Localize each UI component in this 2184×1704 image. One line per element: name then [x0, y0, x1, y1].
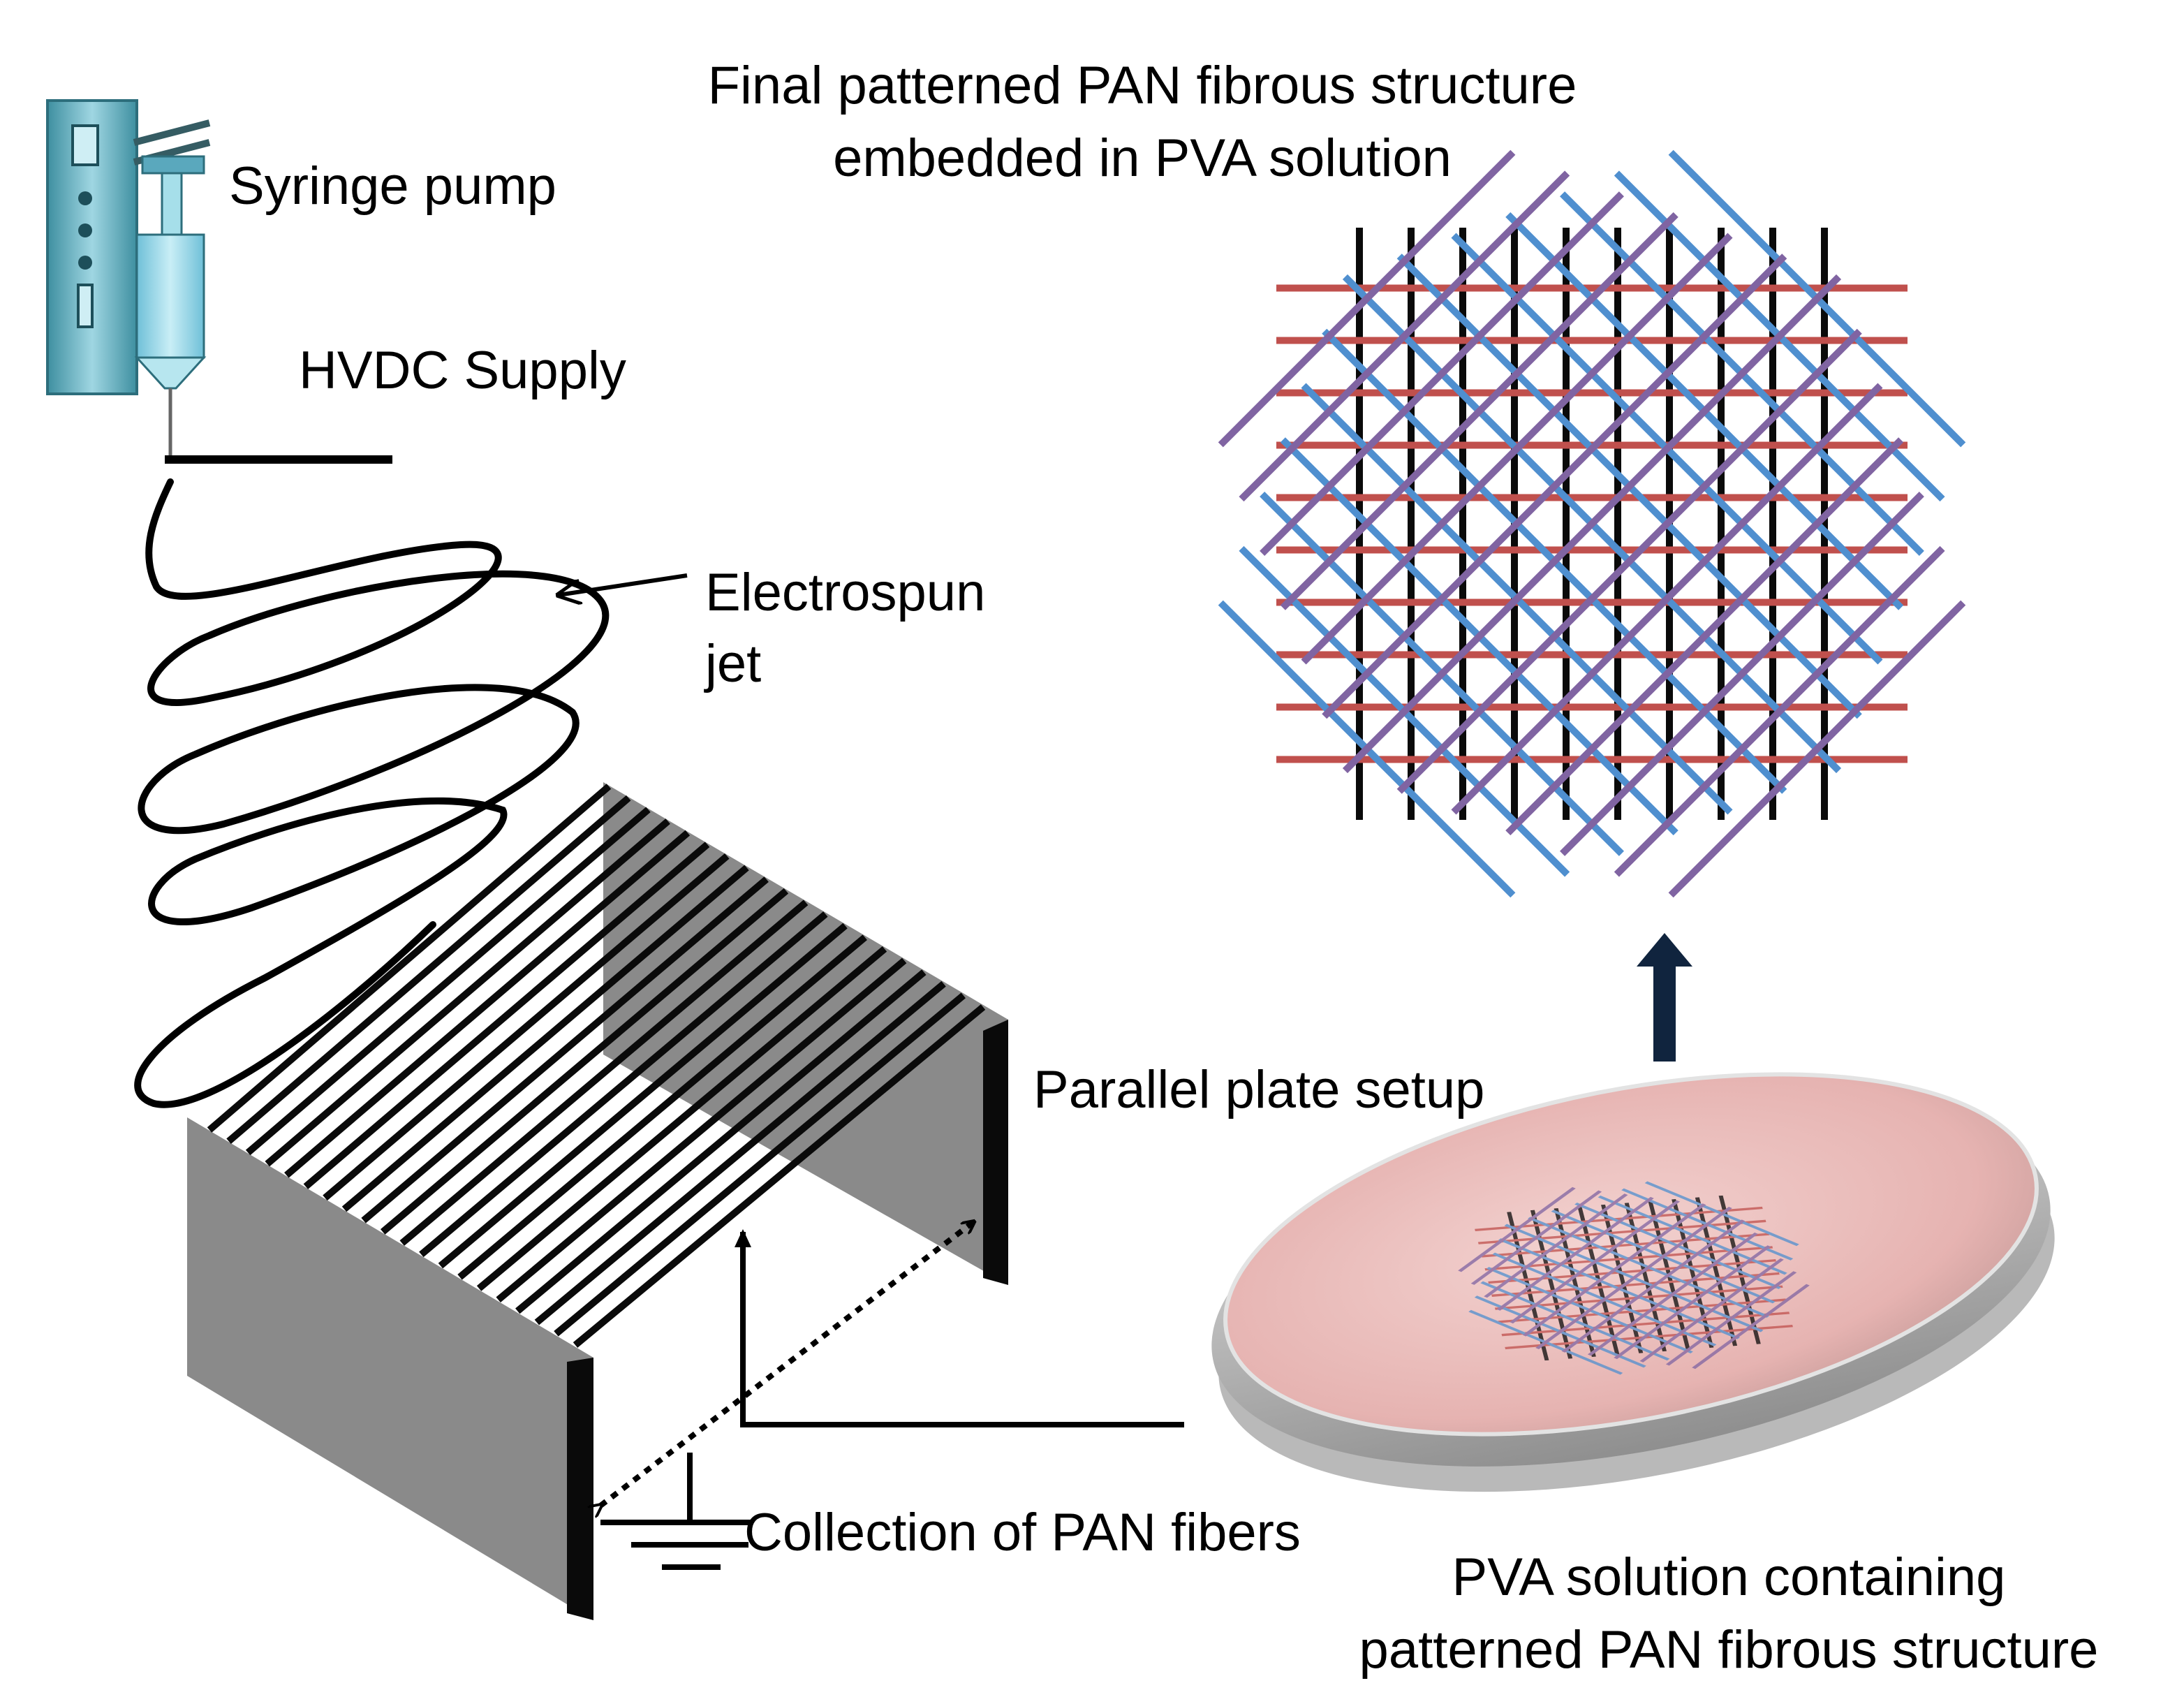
dish-horizontal-fiber [1501, 1312, 1790, 1337]
label-electrospun-jet: Electrospun [705, 563, 985, 622]
dish-solution [1223, 1072, 2039, 1437]
label-pva-solution: PVA solution containing [1452, 1548, 2006, 1607]
dish-diagonal-fiber-purple [1587, 1232, 1758, 1356]
dish-diagonal-fiber-purple [1639, 1258, 1784, 1363]
collected-fiber [380, 888, 789, 1235]
collected-fiber [476, 946, 887, 1291]
front-plate [187, 1117, 593, 1620]
back-plate-edge [983, 1020, 1008, 1285]
collected-fibers [207, 784, 986, 1348]
dish-vertical-fiber [1554, 1208, 1596, 1357]
collected-fiber [245, 807, 651, 1156]
dish-horizontal-fiber [1477, 1219, 1766, 1244]
label-hvdc-supply: HVDC Supply [299, 341, 626, 400]
label-final-structure-2: embedded in PVA solution [833, 128, 1452, 188]
label-syringe-pump: Syringe pump [229, 156, 556, 216]
syringe-tip [134, 356, 207, 390]
pump-arm [133, 119, 211, 146]
label-collection: Collection of PAN fibers [744, 1503, 1301, 1562]
syringe-barrel [135, 233, 205, 359]
dish-diagonal-fiber-purple [1484, 1193, 1628, 1298]
diagonal-fiber-purple [1451, 383, 1883, 815]
dish-vertical-fiber [1507, 1212, 1549, 1361]
transfer-arrow [740, 1232, 1184, 1427]
dish-fiber-mesh-inner [1458, 1181, 1810, 1375]
collected-fiber [265, 818, 670, 1167]
syringe-plunger [141, 155, 205, 175]
diagonal-fiber-purple [1614, 545, 1945, 877]
collected-fiber [341, 865, 749, 1212]
collected-fiber [361, 876, 769, 1224]
diagonal-fiber-purple [1560, 492, 1924, 856]
dish-diagonal-fiber-purple [1510, 1200, 1681, 1324]
jet-pointer-arrow [559, 573, 688, 595]
dish-vertical-fiber [1672, 1199, 1714, 1348]
ground-symbol [600, 1453, 751, 1570]
collected-fiber [207, 784, 612, 1133]
collected-fiber [284, 830, 691, 1178]
collected-fiber [226, 795, 631, 1145]
diagonal-fiber-purple [1280, 212, 1678, 610]
diagonal-fiber-purple [1301, 233, 1733, 665]
dish-diagonal-fiber-purple [1522, 1203, 1706, 1337]
pump-button [78, 191, 92, 205]
petri-dish [1211, 1072, 2055, 1492]
transfer-arrow-head [735, 1229, 751, 1247]
pump-slot [77, 284, 94, 328]
dish-diagonal-fiber-purple [1561, 1219, 1746, 1353]
pump-button [78, 223, 92, 237]
diagonal-fiber-purple [1218, 149, 1516, 448]
dish-diagonal-fiber-purple [1692, 1284, 1810, 1369]
diagonal-fiber-purple [1260, 191, 1624, 556]
dish-vertical-fiber [1718, 1195, 1761, 1344]
diagonal-fiber-purple [1342, 274, 1842, 774]
label-electrospun-jet-2: jet [704, 634, 761, 693]
up-arrow [1637, 933, 1692, 1062]
dish-diagonal-fiber-purple [1614, 1245, 1771, 1360]
dish-horizontal-fiber [1488, 1259, 1776, 1284]
diagonal-fiber-purple [1505, 437, 1904, 836]
diagonal-fiber-purple [1396, 328, 1862, 794]
syringe-rod [161, 172, 183, 236]
dish-horizontal-fiber [1491, 1272, 1780, 1297]
pump-display [71, 124, 99, 166]
dish-diagonal-fiber-purple [1665, 1271, 1797, 1366]
label-parallel-plate: Parallel plate setup [1033, 1060, 1484, 1119]
diagonal-fiber-purple [1322, 254, 1787, 719]
dish-diagonal-fiber-purple [1496, 1196, 1654, 1311]
diagonal-fiber-purple [1239, 170, 1570, 502]
dish-diagonal-fiber-purple [1470, 1190, 1602, 1285]
collected-fiber [496, 957, 907, 1302]
dish-diagonal-fiber-purple [1458, 1187, 1576, 1272]
gap-arrow [600, 1222, 973, 1506]
dish-diagonal-fiber-purple [1535, 1206, 1732, 1350]
collected-fiber [515, 969, 927, 1314]
label-final-structure: Final patterned PAN fibrous structure [708, 56, 1577, 115]
collected-fiber [303, 842, 710, 1189]
label-pva-solution-2: patterned PAN fibrous structure [1359, 1620, 2099, 1680]
diagonal-fiber-purple [1668, 600, 1966, 898]
syringe-pump [46, 99, 211, 464]
electrospun-jet [134, 478, 610, 1108]
pump-button [78, 256, 92, 270]
collected-fiber [399, 899, 809, 1246]
front-plate-edge [567, 1358, 593, 1620]
dish-fiber-mesh [1458, 1181, 1810, 1375]
collected-fiber [438, 923, 848, 1269]
collected-fiber [457, 934, 867, 1280]
final-fibrous-structure [1218, 149, 1966, 898]
collected-fiber [419, 911, 828, 1258]
collected-fiber [323, 853, 730, 1201]
parallel-plate-setup [187, 782, 1008, 1620]
